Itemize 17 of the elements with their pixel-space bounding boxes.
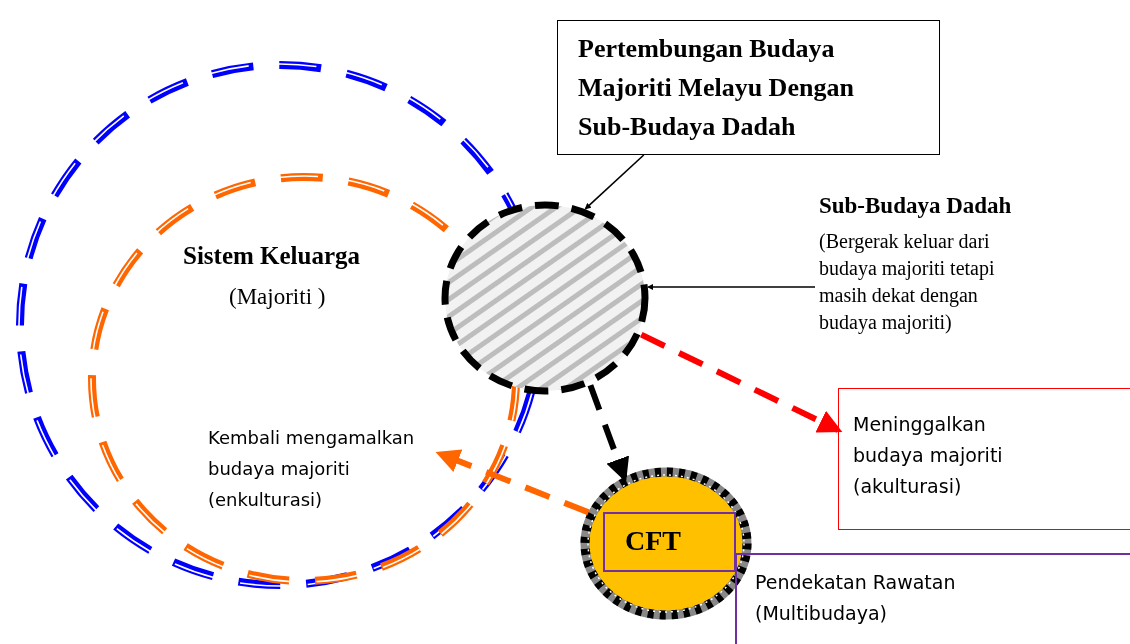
- ellipse-heading: Sistem Keluarga: [183, 242, 361, 270]
- box-text: Pertembungan Budaya Majoriti Melayu Dengan Sub-Budaya Dadah: [578, 33, 855, 143]
- annotation-heading: Sub-Budaya Dadah: [819, 193, 1013, 219]
- box-text: CFT: [625, 525, 681, 557]
- text-box: [603, 512, 736, 572]
- text-box: [838, 388, 1130, 530]
- arrow: [647, 283, 816, 291]
- arrow: [435, 449, 590, 516]
- annotation-text: Kembali mengamalkan budaya majoriti (enkulturasi): [208, 426, 416, 512]
- ellipse-subheading: (Majoriti ): [229, 284, 326, 310]
- box-text: Meninggalkan budaya majoriti (akulturasi): [853, 412, 1004, 499]
- annotation-text: (Bergerak keluar dari budaya majoriti tetapi masih dekat dengan budaya majoriti): [819, 229, 996, 336]
- arrow: [639, 331, 843, 433]
- box-text: Pendekatan Rawatan (Multibudaya): [755, 570, 957, 626]
- text-box: [735, 553, 1130, 644]
- text-box: [557, 20, 940, 155]
- arrow: [584, 154, 645, 210]
